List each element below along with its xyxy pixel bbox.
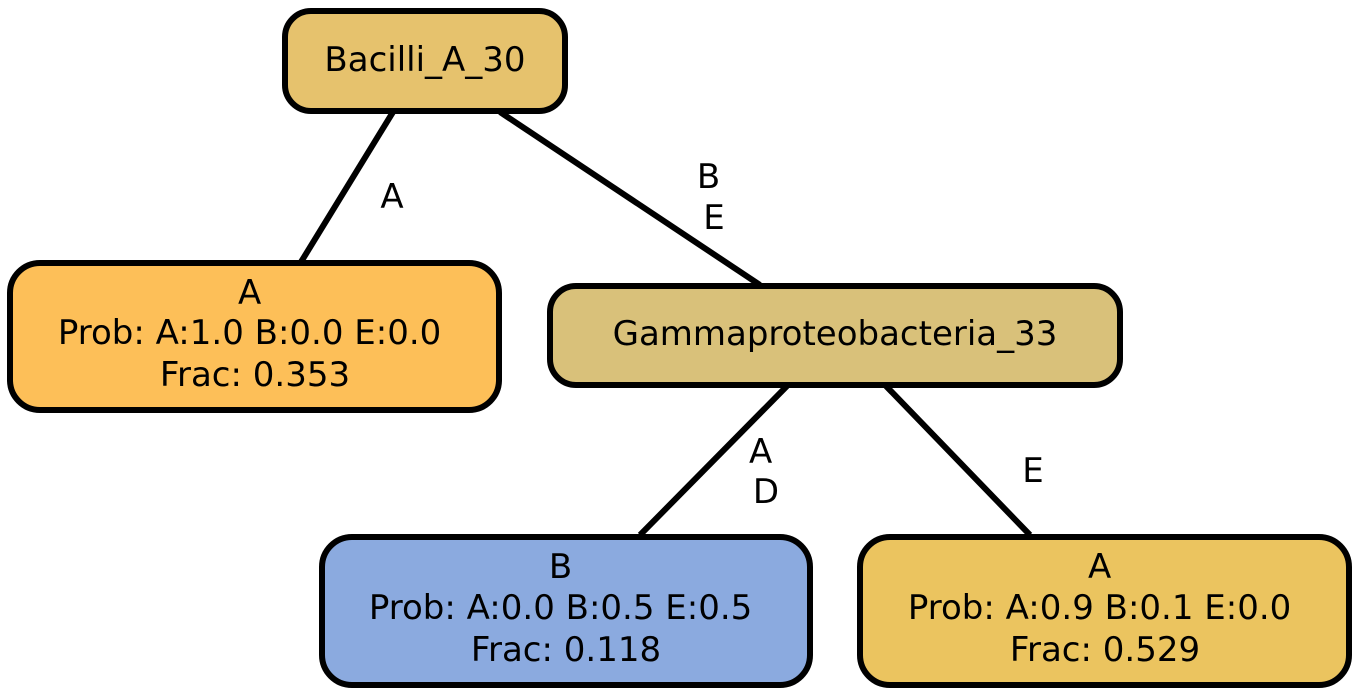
node-leaf-a2-box xyxy=(857,534,1352,688)
node-leaf-a1: A Prob: A:1.0 B:0.0 E:0.0 Frac: 0.353 xyxy=(7,260,502,413)
edge-label-root-to-leaf-a1: A xyxy=(380,177,403,217)
node-leaf-b-label: B Prob: A:0.0 B:0.5 E:0.5 Frac: 0.118 xyxy=(369,547,763,670)
node-label-line: Prob: A:1.0 B:0.0 E:0.0 xyxy=(58,313,441,353)
node-leaf-b: B Prob: A:0.0 B:0.5 E:0.5 Frac: 0.118 xyxy=(319,534,813,688)
node-label-line: A xyxy=(238,273,261,313)
edge-label-line: E xyxy=(1022,451,1043,491)
node-root-box xyxy=(282,8,568,114)
node-internal-box xyxy=(547,283,1123,388)
node-label-line: Frac: 0.353 xyxy=(160,355,350,395)
edge-label-line: E xyxy=(703,198,724,238)
node-leaf-b-box xyxy=(319,534,813,688)
node-label-line: Frac: 0.529 xyxy=(1010,630,1200,670)
edge-root-to-leaf-a1 xyxy=(298,110,396,264)
node-label-line: Gammaproteobacteria_33 xyxy=(613,314,1058,354)
node-leaf-a1-box xyxy=(7,260,502,413)
edge-label-line: B xyxy=(697,157,720,197)
edge-label-line: A xyxy=(380,177,403,217)
node-internal: Gammaproteobacteria_33 xyxy=(547,283,1123,388)
edge-internal-to-leaf-a2 xyxy=(883,383,1033,538)
node-root: Bacilli_A_30 xyxy=(282,8,568,114)
node-label-line: Prob: A:0.9 B:0.1 E:0.0 xyxy=(908,588,1291,628)
node-leaf-a1-label: A Prob: A:1.0 B:0.0 E:0.0 Frac: 0.353 xyxy=(58,273,452,395)
edge-label-internal-to-leaf-b: A D xyxy=(749,432,783,512)
edge-label-line: A xyxy=(749,432,772,472)
node-label-line: Prob: A:0.0 B:0.5 E:0.5 xyxy=(369,588,752,628)
node-label-line: B xyxy=(549,547,572,587)
edge-internal-to-leaf-b xyxy=(637,383,790,538)
node-leaf-a2: A Prob: A:0.9 B:0.1 E:0.0 Frac: 0.529 xyxy=(857,534,1352,688)
node-root-label: Bacilli_A_30 xyxy=(324,40,525,80)
edge-label-internal-to-leaf-a2: E xyxy=(1022,451,1043,491)
node-label-line: A xyxy=(1088,547,1111,587)
node-label-line: Frac: 0.118 xyxy=(471,630,661,670)
node-leaf-a2-label: A Prob: A:0.9 B:0.1 E:0.0 Frac: 0.529 xyxy=(908,547,1302,670)
edge-root-to-internal xyxy=(498,109,762,288)
node-internal-label: Gammaproteobacteria_33 xyxy=(613,314,1058,354)
edge-label-line: D xyxy=(753,472,779,512)
edge-label-root-to-internal: B E xyxy=(697,157,731,238)
node-label-line: Bacilli_A_30 xyxy=(324,40,525,80)
